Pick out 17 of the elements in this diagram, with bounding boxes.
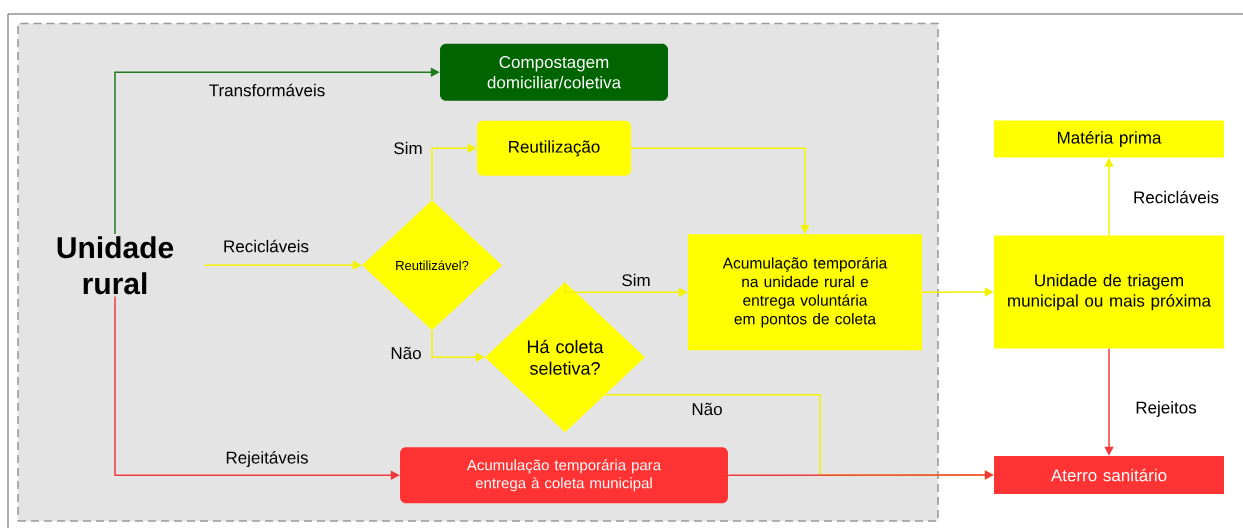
process-box: Acumulação temporária na unidade rural e entrega voluntária em pontos de coleta: [688, 234, 922, 351]
edge-label: Transformáveis: [209, 83, 325, 97]
title-text: Unidade rural: [57, 236, 174, 295]
edge-label: Rejeitos: [1136, 401, 1197, 417]
process-box: Reutilização: [477, 120, 631, 176]
edge-label: Sim: [394, 141, 422, 155]
process-box: Matéria prima: [994, 120, 1224, 158]
edge-label: Não: [391, 346, 421, 360]
process-box: Acumulação temporária para entrega à coleta municipal: [400, 447, 728, 504]
arrow: [630, 147, 810, 234]
process-box: Compostagem domiciliar/coletiva: [440, 43, 668, 101]
edge-label: Rejeitáveis: [226, 451, 308, 468]
edge-label: Não: [692, 402, 722, 416]
process-box: Aterro sanitário: [994, 456, 1224, 494]
edge-label: Recicláveis: [1134, 190, 1219, 204]
process-box: Unidade de triagem municipal ou mais próxima: [994, 235, 1224, 349]
edge-label: Recicláveis: [224, 239, 309, 253]
